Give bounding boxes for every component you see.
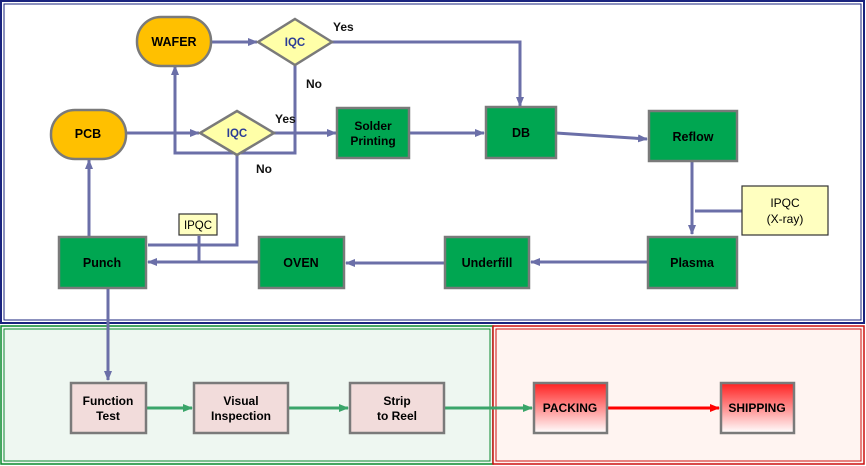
node-reflow: Reflow bbox=[647, 109, 739, 163]
visual-inspection-line1: Visual bbox=[223, 394, 258, 408]
label-no-mid: No bbox=[256, 162, 272, 176]
node-oven: OVEN bbox=[257, 235, 346, 290]
node-solder-printing: Solder Printing bbox=[335, 106, 411, 160]
node-ipqc-small: IPQC bbox=[178, 213, 218, 236]
node-strip-to-reel: Strip to Reel bbox=[348, 381, 446, 435]
ipqc-xray-line1: IPQC bbox=[770, 196, 800, 210]
node-punch: Punch bbox=[57, 235, 148, 290]
punch-label: Punch bbox=[83, 256, 121, 270]
node-iqc-mid: IQC bbox=[197, 109, 277, 157]
underfill-label: Underfill bbox=[462, 256, 513, 270]
node-visual-inspection: Visual Inspection bbox=[192, 381, 290, 435]
link-iqc-no-to-punch bbox=[148, 153, 239, 247]
packing-label: PACKING bbox=[543, 401, 597, 415]
iqc-top-label: IQC bbox=[285, 37, 305, 49]
connectors bbox=[85, 38, 742, 381]
plasma-label: Plasma bbox=[670, 256, 715, 270]
strip-to-reel-line1: Strip bbox=[383, 394, 410, 408]
ipqc-small-label: IPQC bbox=[184, 220, 212, 232]
node-ipqc-xray: IPQC (X-ray) bbox=[741, 185, 829, 236]
node-iqc-top: IQC bbox=[255, 17, 335, 67]
ipqc-xray-line2: (X-ray) bbox=[767, 212, 804, 226]
node-db: DB bbox=[484, 105, 558, 160]
reflow-label: Reflow bbox=[673, 130, 714, 144]
strip-to-reel-line2: to Reel bbox=[377, 409, 417, 423]
solder-label-line1: Solder bbox=[354, 119, 392, 133]
function-test-line1: Function bbox=[83, 394, 134, 408]
node-packing: PACKING bbox=[532, 381, 609, 435]
node-shipping: SHIPPING bbox=[719, 381, 796, 435]
arrow-iqc-yes-to-db bbox=[332, 40, 524, 107]
wafer-label: WAFER bbox=[151, 35, 196, 49]
label-yes-mid: Yes bbox=[275, 112, 296, 126]
visual-inspection-line2: Inspection bbox=[211, 409, 271, 423]
iqc-mid-label: IQC bbox=[227, 128, 247, 140]
node-wafer: WAFER bbox=[135, 15, 213, 68]
node-plasma: Plasma bbox=[646, 235, 739, 290]
label-yes-top: Yes bbox=[333, 20, 354, 34]
shipping-label: SHIPPING bbox=[728, 401, 785, 415]
pcb-label: PCB bbox=[75, 127, 101, 141]
db-label: DB bbox=[512, 126, 530, 140]
function-test-line2: Test bbox=[96, 409, 120, 423]
label-no-top: No bbox=[306, 77, 322, 91]
oven-label: OVEN bbox=[283, 256, 318, 270]
solder-label-line2: Printing bbox=[350, 134, 395, 148]
node-underfill: Underfill bbox=[443, 235, 531, 290]
arrow-db-to-reflow bbox=[555, 131, 648, 143]
node-function-test: Function Test bbox=[69, 381, 148, 435]
node-pcb: PCB bbox=[49, 108, 128, 161]
